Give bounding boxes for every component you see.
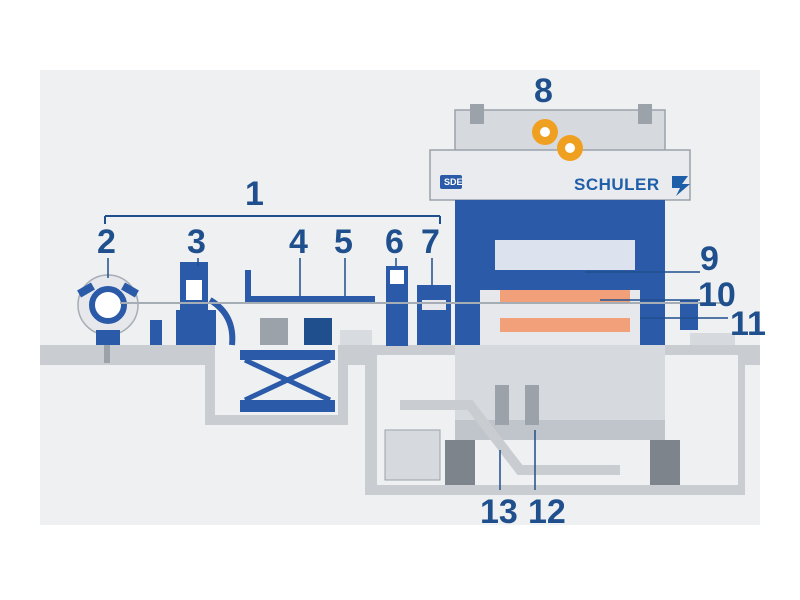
- brand-name: SCHULER: [574, 175, 660, 194]
- callout-6: 6: [385, 223, 404, 261]
- callout-2: 2: [97, 223, 116, 261]
- brand-badge: SDE: [444, 177, 463, 187]
- callout-11: 11: [730, 305, 766, 343]
- callout-9: 9: [700, 240, 719, 278]
- callout-3: 3: [187, 223, 206, 261]
- callout-5: 5: [334, 223, 353, 261]
- callout-8: 8: [534, 72, 553, 110]
- callout-4: 4: [289, 223, 308, 261]
- callout-7: 7: [421, 223, 440, 261]
- callout-13: 13: [480, 493, 518, 531]
- callout-1: 1: [245, 175, 264, 213]
- callout-12: 12: [528, 493, 566, 531]
